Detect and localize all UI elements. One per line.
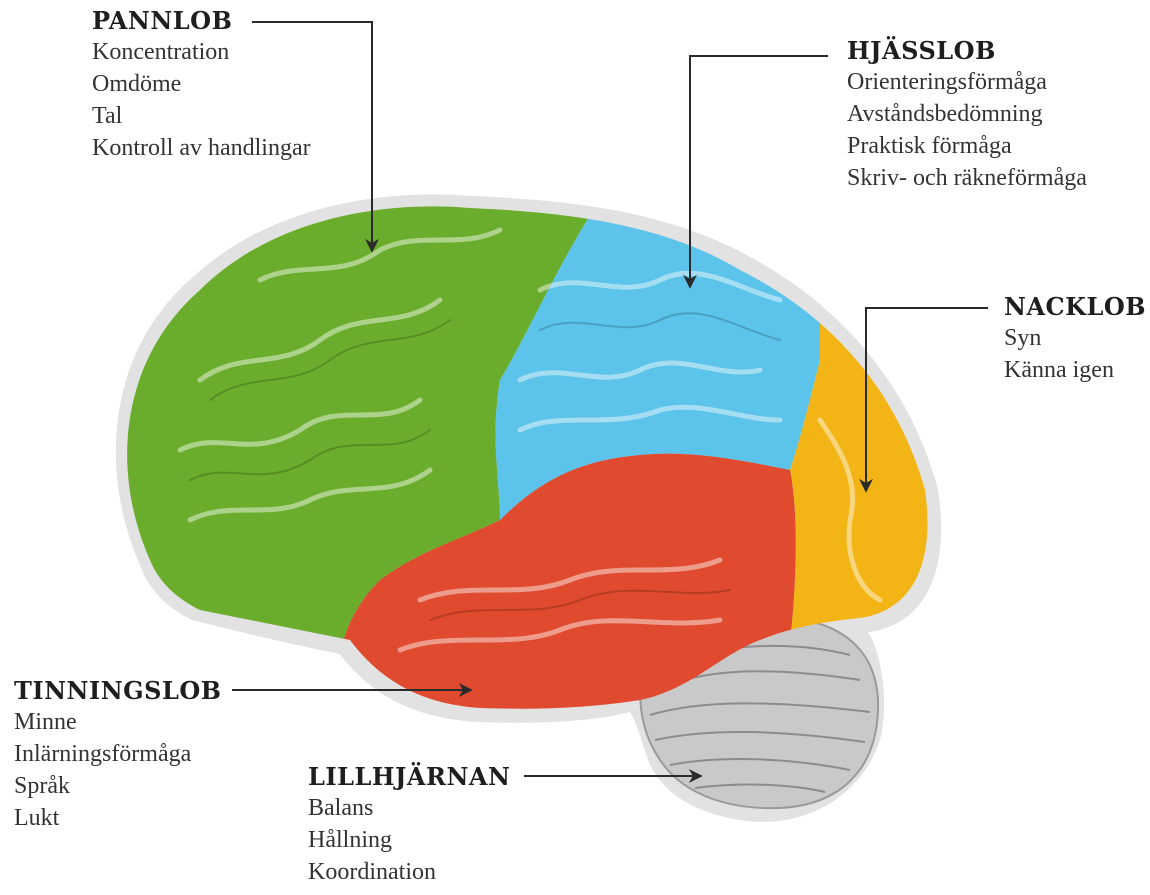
hjasslob-title: HJÄSSLOB	[847, 36, 1087, 66]
hjasslob-item: Praktisk förmåga	[847, 130, 1087, 162]
pannlob-title: PANNLOB	[92, 6, 311, 36]
tinningslob-label-block: TINNINGSLOB Minne Inlärningsförmåga Språ…	[14, 676, 222, 834]
hjasslob-item: Avståndsbedömning	[847, 98, 1087, 130]
lillhjarnan-title: LILLHJÄRNAN	[308, 762, 510, 792]
nacklob-item: Syn	[1004, 322, 1146, 354]
lillhjarnan-item: Koordination	[308, 856, 510, 888]
tinningslob-item: Språk	[14, 770, 222, 802]
nacklob-title: NACKLOB	[1004, 292, 1146, 322]
tinningslob-title: TINNINGSLOB	[14, 676, 222, 706]
hjasslob-item: Orienteringsförmåga	[847, 66, 1087, 98]
nacklob-item: Känna igen	[1004, 354, 1146, 386]
pannlob-item: Kontroll av handlingar	[92, 132, 311, 164]
pannlob-item: Koncentration	[92, 36, 311, 68]
tinningslob-item: Lukt	[14, 802, 222, 834]
hjasslob-label-block: HJÄSSLOB Orienteringsförmåga Avståndsbed…	[847, 36, 1087, 194]
hjasslob-item: Skriv- och räkneförmåga	[847, 162, 1087, 194]
tinningslob-item: Inlärningsförmåga	[14, 738, 222, 770]
lillhjarnan-item: Hållning	[308, 824, 510, 856]
nacklob-label-block: NACKLOB Syn Känna igen	[1004, 292, 1146, 386]
pannlob-item: Omdöme	[92, 68, 311, 100]
lillhjarnan-label-block: LILLHJÄRNAN Balans Hållning Koordination	[308, 762, 510, 888]
pannlob-label-block: PANNLOB Koncentration Omdöme Tal Kontrol…	[92, 6, 311, 164]
lillhjarnan-item: Balans	[308, 792, 510, 824]
tinningslob-item: Minne	[14, 706, 222, 738]
pannlob-item: Tal	[92, 100, 311, 132]
